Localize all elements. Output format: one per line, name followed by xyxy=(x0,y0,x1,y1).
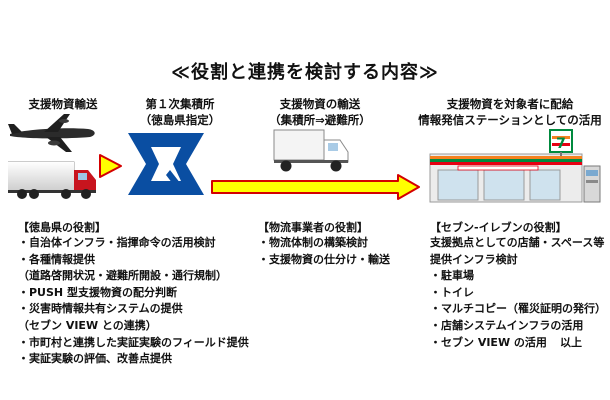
box-truck-icon xyxy=(273,129,349,172)
role-list: 支援拠点としての店舗・スペース等提供インフラ検討・駐車場・トイレ・マルチコピー（… xyxy=(430,235,606,351)
airplane-icon xyxy=(8,114,95,152)
label-supply-delivery-line1: 支援物資の輸送 xyxy=(279,97,361,111)
label-first-depot-line1: 第１次集積所 xyxy=(145,97,215,111)
small-arrow-icon xyxy=(99,154,122,178)
svg-text:7: 7 xyxy=(556,136,566,152)
label-first-depot-line2: （徳島県指定） xyxy=(139,113,221,127)
role-list-item: （セブン VIEW との連携） xyxy=(18,318,157,332)
role-list: ・自治体インフラ・指揮命令の活用検討・各種情報提供 （道路啓開状況・避難所開設・通… xyxy=(18,235,249,368)
role-list-item: （道路啓開状況・避難所開設・通行規制） xyxy=(18,269,227,283)
tokushima-prefecture-logo xyxy=(128,133,204,195)
role-list-item: ・自治体インフラ・指揮命令の活用検討 xyxy=(18,236,216,249)
role-list-item: ・実証実験の評価、改善点提供 xyxy=(18,352,172,366)
section-heading: 【徳島県の役割】 xyxy=(18,221,106,234)
label-distribution: 支援物資を対象者に配給 情報発信ステーションとしての活用 xyxy=(410,96,610,128)
label-supply-transport: 支援物資輸送 xyxy=(28,97,98,111)
closing-text: 以上 xyxy=(560,336,582,349)
delivery-arrow-icon xyxy=(211,174,420,200)
section-tokushima-role: 【徳島県の役割】 ・自治体インフラ・指揮命令の活用検討・各種情報提供 （道路啓開状… xyxy=(18,220,249,368)
role-list: ・物流体制の構築検討・支援物資の仕分け・輸送 xyxy=(258,235,390,268)
role-list-item: ・支援物資の仕分け・輸送 xyxy=(258,252,390,266)
label-supply-delivery-line2: （集積所⇒避難所） xyxy=(269,113,371,127)
diagram-title: ≪役割と連携を検討する内容≫ xyxy=(171,62,439,83)
section-heading: 【物流事業者の役割】 xyxy=(258,221,368,234)
label-distribution-line1: 支援物資を対象者に配給 xyxy=(446,97,574,111)
role-list-item: ・店舗システムインフラの活用 xyxy=(430,318,584,332)
section-logistics-role: 【物流事業者の役割】 ・物流体制の構築検討・支援物資の仕分け・輸送 xyxy=(258,220,390,268)
convenience-store-icon: 7 xyxy=(429,129,601,203)
role-list-item: ・セブン VIEW の活用 xyxy=(430,335,547,349)
role-list-item: 支援拠点としての店舗・スペース等 xyxy=(430,236,605,249)
role-list-item: ・トイレ xyxy=(430,285,474,299)
label-distribution-line2: 情報発信ステーションとしての活用 xyxy=(418,113,602,127)
role-list-item: ・災害時情報共有システムの提供 xyxy=(18,302,183,316)
role-list-item: ・PUSH 型支援物資の配分判断 xyxy=(18,285,177,299)
section-heading: 【セブン‐イレブンの役割】 xyxy=(430,221,567,234)
role-list-item: ・市町村と連携した実証実験のフィールド提供 xyxy=(18,335,249,349)
role-list-item: ・駐車場 xyxy=(430,269,474,283)
label-first-depot: 第１次集積所 （徳島県指定） xyxy=(125,96,235,128)
role-list-item: ・物流体制の構築検討 xyxy=(258,236,368,249)
label-supply-delivery: 支援物資の輸送 （集積所⇒避難所） xyxy=(250,96,390,128)
semi-truck-icon xyxy=(8,161,96,199)
role-list-item: ・各種情報提供 xyxy=(18,252,95,266)
role-list-item: ・マルチコピー（罹災証明の発行） xyxy=(430,302,606,316)
role-list-item: 提供インフラ検討 xyxy=(430,252,518,266)
section-seven-eleven-role: 【セブン‐イレブンの役割】 支援拠点としての店舗・スペース等提供インフラ検討・駐… xyxy=(430,220,606,351)
